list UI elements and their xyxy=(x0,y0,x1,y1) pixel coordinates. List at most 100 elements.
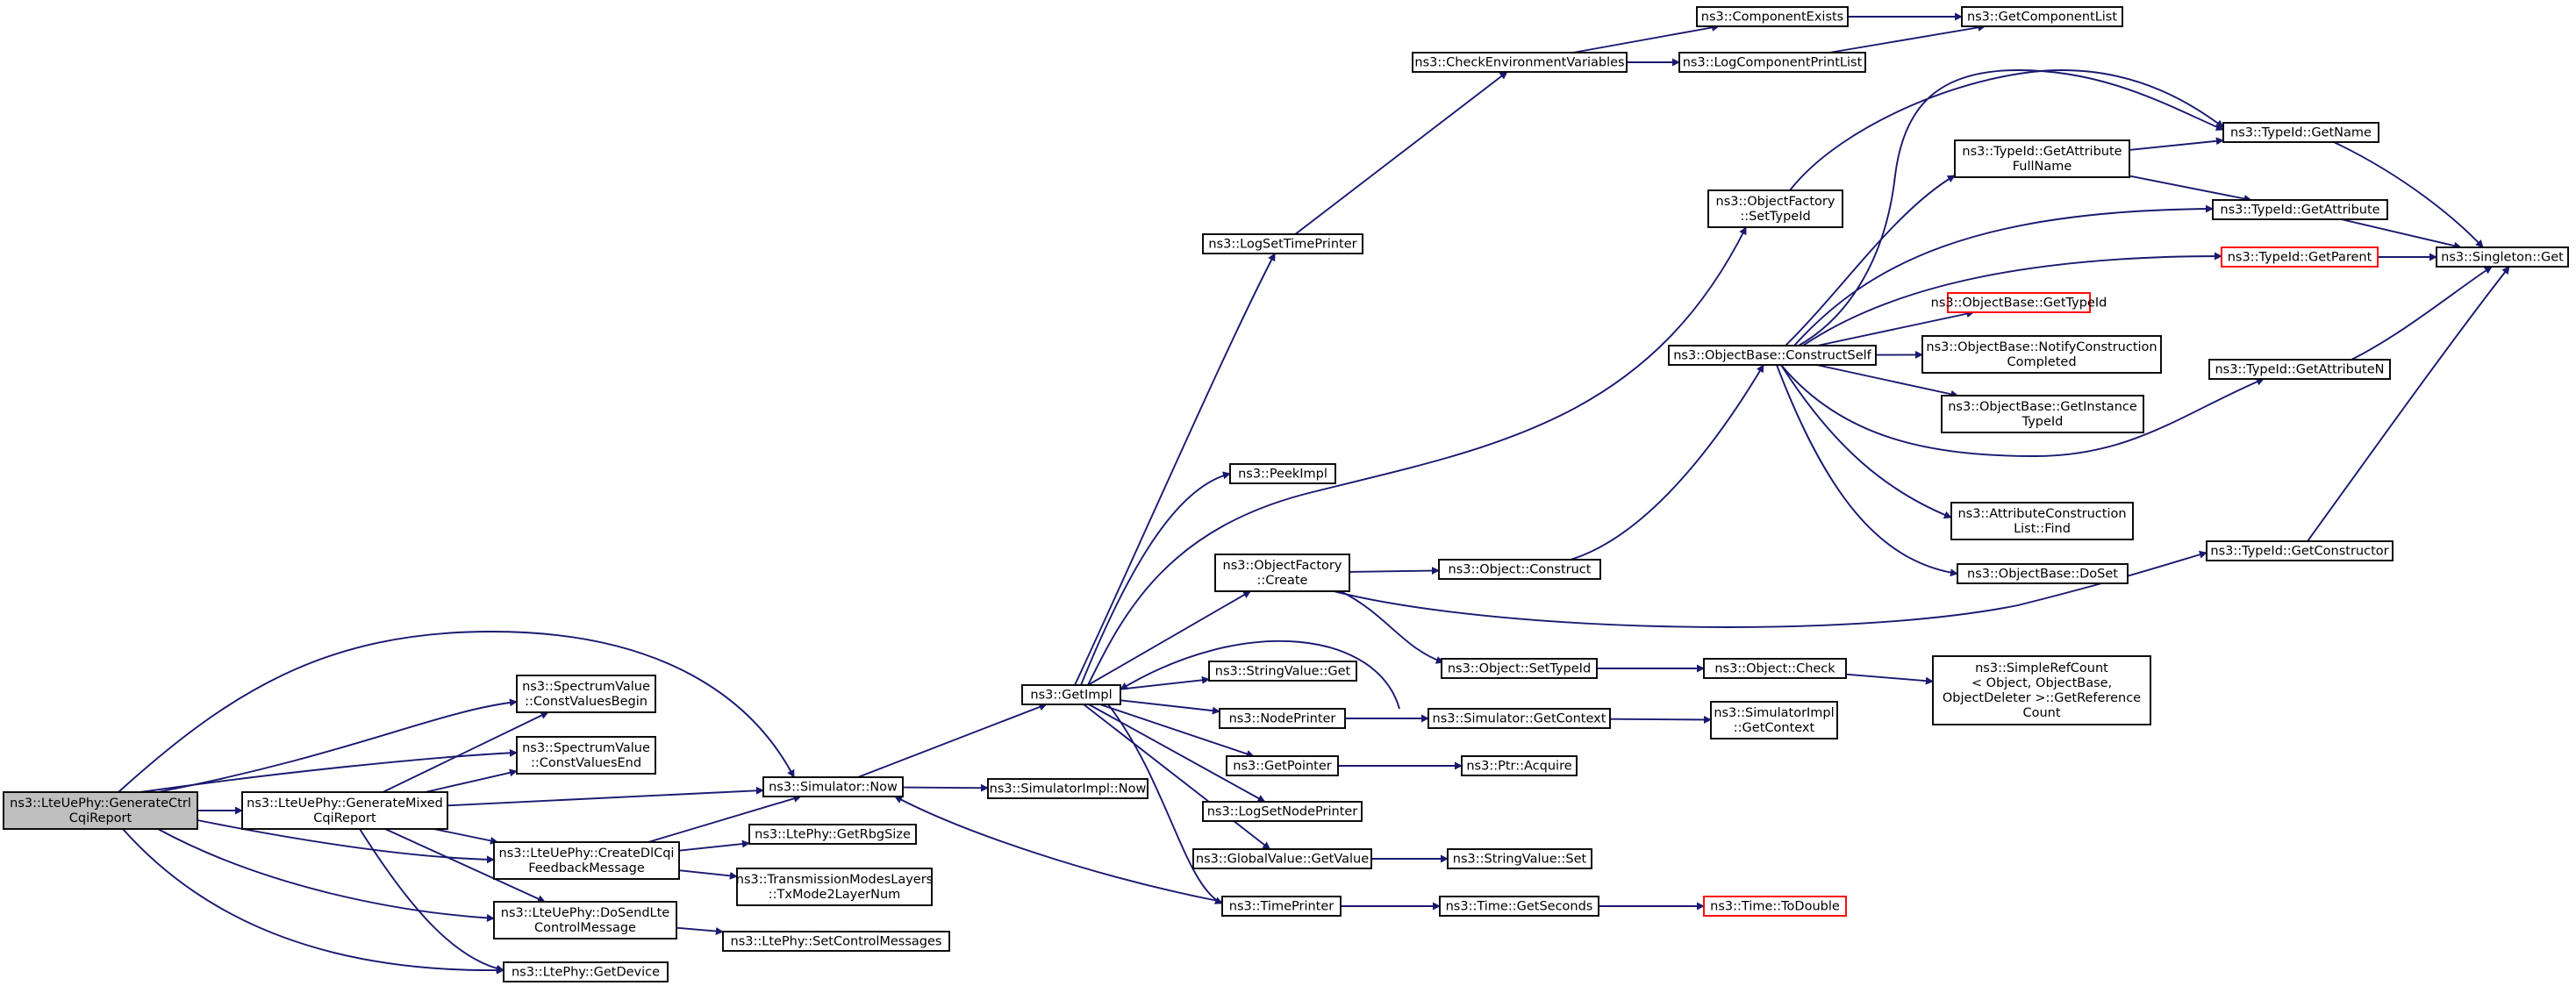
node-objconstruct[interactable]: ns3::Object::Construct xyxy=(1438,559,1601,580)
node-tidgetname[interactable]: ns3::TypeId::GetName xyxy=(2222,122,2379,143)
node-notifyconstr[interactable]: ns3::ObjectBase::NotifyConstructionCompl… xyxy=(1921,335,2162,374)
node-timegetsec[interactable]: ns3::Time::GetSeconds xyxy=(1439,896,1599,917)
node-box xyxy=(2222,122,2379,143)
node-cvend[interactable]: ns3::SpectrumValue::ConstValuesEnd xyxy=(516,736,656,775)
node-singletonget[interactable]: ns3::Singleton::Get xyxy=(2436,246,2569,268)
edge-root-to-simnow xyxy=(118,631,795,793)
node-constructself[interactable]: ns3::ObjectBase::ConstructSelf xyxy=(1668,345,1877,366)
node-tidgetattrn[interactable]: ns3::TypeId::GetAttributeN xyxy=(2208,359,2391,380)
node-getdevice[interactable]: ns3::LtePhy::GetDevice xyxy=(503,961,669,982)
edge-getimpl-to-logsettime xyxy=(1074,253,1276,686)
node-peekimpl[interactable]: ns3::PeekImpl xyxy=(1229,463,1336,484)
edge-simgetctx-to-simimplctx xyxy=(1609,715,1712,724)
node-tidgetattr[interactable]: ns3::TypeId::GetAttribute xyxy=(2212,199,2388,220)
node-simplerefcount[interactable]: ns3::SimpleRefCount< Object, ObjectBase,… xyxy=(1932,655,2151,725)
node-simimplctx[interactable]: ns3::SimulatorImpl::GetContext xyxy=(1710,701,1838,739)
node-obgettypeid[interactable]: ns3::ObjectBase::GetTypeId xyxy=(1931,292,2107,313)
node-strset[interactable]: ns3::StringValue::Set xyxy=(1447,848,1592,869)
node-box xyxy=(1703,658,1847,679)
node-box xyxy=(1439,896,1599,917)
node-label: ns3::GetImpl xyxy=(1030,689,1112,703)
node-box xyxy=(1961,6,2123,27)
node-objcheck[interactable]: ns3::Object::Check xyxy=(1703,658,1847,679)
node-box xyxy=(1202,801,1363,822)
node-objsettypeid[interactable]: ns3::Object::SetTypeId xyxy=(1441,658,1598,679)
node-label: ns3::ObjectFactory xyxy=(1716,195,1835,209)
edge-simgetctx-to-getimpl xyxy=(1120,639,1400,710)
node-ptracquire[interactable]: ns3::Ptr::Acquire xyxy=(1461,755,1578,776)
node-label: ns3::LteUePhy::CreateDlCqi xyxy=(499,847,675,861)
node-strget[interactable]: ns3::StringValue::Get xyxy=(1208,661,1357,682)
edge-timeprinter-to-simnow xyxy=(894,796,1223,903)
node-box xyxy=(493,841,680,880)
node-label: ns3::Time::ToDouble xyxy=(1710,900,1840,914)
node-label: ns3::Simulator::GetContext xyxy=(1433,712,1606,726)
node-cvbegin[interactable]: ns3::SpectrumValue::ConstValuesBegin xyxy=(516,675,656,713)
node-label: ns3::AttributeConstruction xyxy=(1957,507,2126,521)
node-getpointer[interactable]: ns3::GetPointer xyxy=(1226,755,1339,776)
node-label: ns3::ComponentExists xyxy=(1701,11,1844,25)
node-getrbg[interactable]: ns3::LtePhy::GetRbgSize xyxy=(748,824,917,845)
node-ofsettypeid[interactable]: ns3::ObjectFactory::SetTypeId xyxy=(1707,189,1843,228)
edge-objcheck-to-simplerefcount xyxy=(1845,673,1934,685)
node-simimplnow[interactable]: ns3::SimulatorImpl::Now xyxy=(987,778,1148,799)
node-createdl[interactable]: ns3::LteUePhy::CreateDlCqiFeedbackMessag… xyxy=(493,841,680,880)
edge-constructself-to-getinstance xyxy=(1816,364,1959,398)
edge-ofcreate-to-objsettypeid xyxy=(1340,590,1444,664)
node-box xyxy=(722,931,950,952)
node-obdoset[interactable]: ns3::ObjectBase::DoSet xyxy=(1957,563,2129,584)
node-nodeprinter[interactable]: ns3::NodePrinter xyxy=(1219,708,1346,729)
node-ofcreate[interactable]: ns3::ObjectFactory::Create xyxy=(1214,554,1350,592)
node-simgetctx[interactable]: ns3::Simulator::GetContext xyxy=(1428,708,1611,729)
node-logsettime[interactable]: ns3::LogSetTimePrinter xyxy=(1202,233,1363,254)
node-logcompprint[interactable]: ns3::LogComponentPrintList xyxy=(1678,52,1866,73)
edge-logcompprint-to-getcomplist xyxy=(1828,23,1986,54)
node-checkenv[interactable]: ns3::CheckEnvironmentVariables xyxy=(1412,52,1628,73)
edge-createdl-to-txmode xyxy=(678,869,738,880)
node-label: ControlMessage xyxy=(534,921,636,935)
node-label: ns3::LtePhy::GetRbgSize xyxy=(755,828,911,842)
node-timetodouble[interactable]: ns3::Time::ToDouble xyxy=(1703,896,1847,917)
node-timeprinter[interactable]: ns3::TimePrinter xyxy=(1221,896,1342,917)
node-tidgetparent[interactable]: ns3::TypeId::GetParent xyxy=(2221,246,2379,268)
edge-objconstruct-to-constructself xyxy=(1570,364,1764,561)
node-label: ns3::TransmissionModesLayers xyxy=(736,873,933,887)
node-logsetnode[interactable]: ns3::LogSetNodePrinter xyxy=(1202,801,1363,822)
node-label: ns3::LtePhy::SetControlMessages xyxy=(731,935,942,949)
node-label: ns3::LtePhy::GetDevice xyxy=(512,966,660,980)
edge-root-to-getdevice xyxy=(122,828,504,975)
node-gvgetvalue[interactable]: ns3::GlobalValue::GetValue xyxy=(1192,848,1372,869)
node-label: ns3::ObjectBase::NotifyConstruction xyxy=(1926,340,2157,354)
edge-constructself-to-getattrfull xyxy=(1785,175,1956,346)
node-label: ns3::ObjectFactory xyxy=(1223,559,1342,573)
node-label: ns3::SpectrumValue xyxy=(522,680,650,694)
node-tidgetconstr[interactable]: ns3::TypeId::GetConstructor xyxy=(2206,540,2394,561)
edge-createdl-to-simnow xyxy=(648,795,802,843)
node-label: ns3::PeekImpl xyxy=(1238,468,1327,482)
node-box xyxy=(1202,233,1363,254)
node-box xyxy=(2208,359,2391,380)
node-label: FullName xyxy=(2013,160,2072,174)
edge-getimpl-to-nodeprinter xyxy=(1120,699,1220,715)
node-simnow[interactable]: ns3::Simulator::Now xyxy=(762,776,904,797)
node-getcomplist[interactable]: ns3::GetComponentList xyxy=(1961,6,2123,27)
node-compexists[interactable]: ns3::ComponentExists xyxy=(1696,6,1849,27)
edge-tidgetattrn-to-singletonget xyxy=(2351,266,2493,361)
node-setctrl[interactable]: ns3::LtePhy::SetControlMessages xyxy=(722,931,950,952)
node-getimpl[interactable]: ns3::GetImpl xyxy=(1021,684,1121,705)
node-box xyxy=(1696,6,1849,27)
edge-getimpl-to-strget xyxy=(1120,675,1210,690)
node-txmode[interactable]: ns3::TransmissionModesLayers::TxMode2Lay… xyxy=(736,868,933,906)
node-box xyxy=(1932,655,2151,725)
node-box xyxy=(1441,658,1598,679)
node-box xyxy=(748,824,917,845)
edge-getattrfull-to-tidgetname xyxy=(2129,137,2224,151)
node-label: FeedbackMessage xyxy=(528,861,645,875)
edge-tidgetname-to-singletonget xyxy=(2333,141,2484,248)
